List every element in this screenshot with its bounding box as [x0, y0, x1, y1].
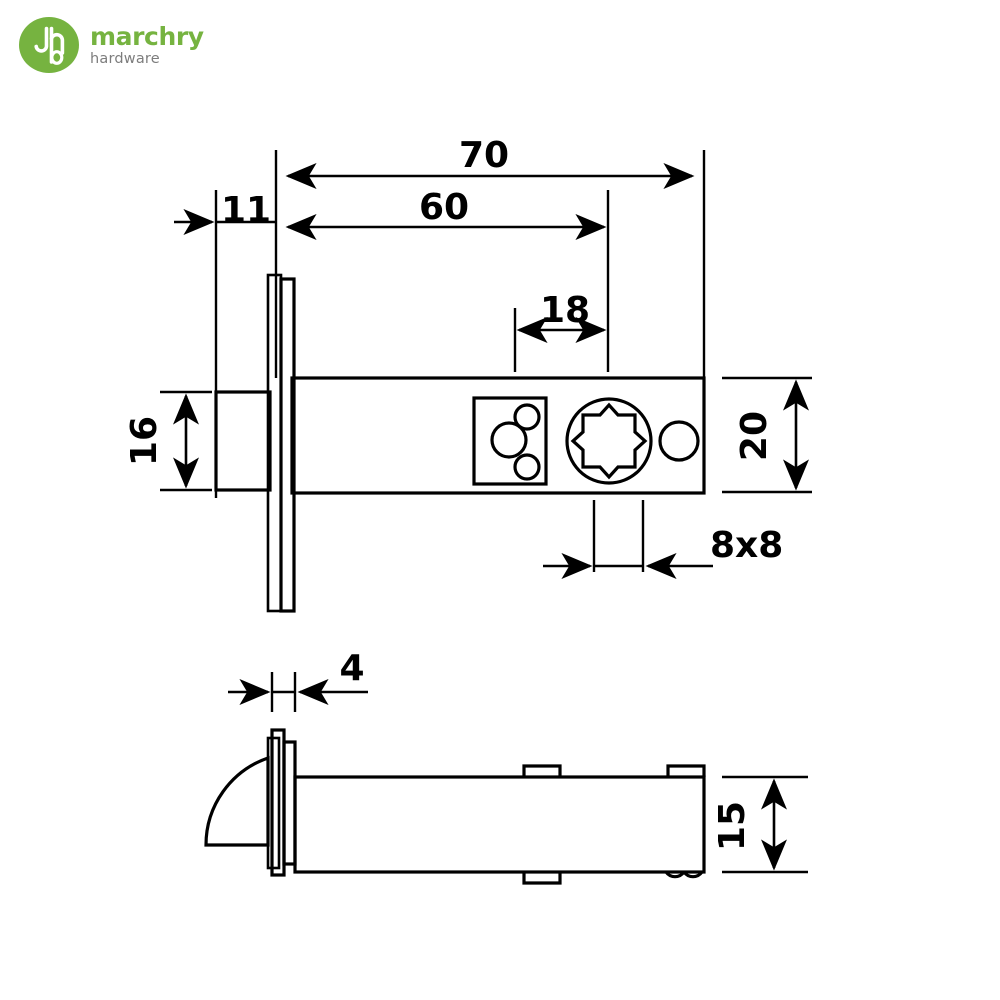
case-end-arc-left: [664, 870, 686, 879]
dim-label-15: 15: [712, 801, 753, 851]
square-spindle-hole: [570, 402, 648, 480]
brand-tagline: hardware: [90, 50, 160, 67]
dim-label-11: 11: [221, 190, 271, 231]
brand-wordmark: marchry hardware: [90, 24, 204, 67]
brand-name: marchry: [90, 21, 204, 51]
marchry-monogram-icon: [19, 17, 79, 73]
dim-label-4: 4: [339, 648, 364, 689]
fixing-hole-top: [513, 403, 541, 431]
auxiliary-hole: [658, 420, 700, 462]
follower-circle: [565, 397, 653, 485]
dim-label-20: 20: [734, 411, 775, 461]
dim-label-18: 18: [540, 290, 590, 331]
side-view: 4 15: [204, 648, 808, 885]
dim-label-60: 60: [419, 187, 469, 228]
fixing-hole-plate: [472, 396, 548, 486]
case-body-plan: [290, 376, 706, 495]
brand-header: marchry hardware: [18, 14, 204, 76]
case-body-side: [293, 775, 706, 874]
latch-bolt-plan: [214, 390, 272, 492]
fixing-hole-bottom: [513, 453, 541, 481]
faceplate-plate: [279, 277, 296, 613]
dim-label-70: 70: [459, 135, 509, 176]
case-tab-top-mid: [522, 764, 562, 777]
fixing-hole-centre: [490, 421, 528, 459]
case-tab-bottom-mid: [522, 872, 562, 885]
latch-bolt-profile: [204, 755, 270, 847]
plan-view: 70 60 11 18 16 20 8x8: [124, 135, 812, 613]
faceplate-side-back: [282, 740, 297, 866]
dim-label-16: 16: [124, 416, 165, 466]
dim-label-8x8: 8x8: [710, 525, 783, 566]
case-tab-top-rear: [666, 764, 706, 777]
case-end-arc-right: [682, 870, 704, 879]
